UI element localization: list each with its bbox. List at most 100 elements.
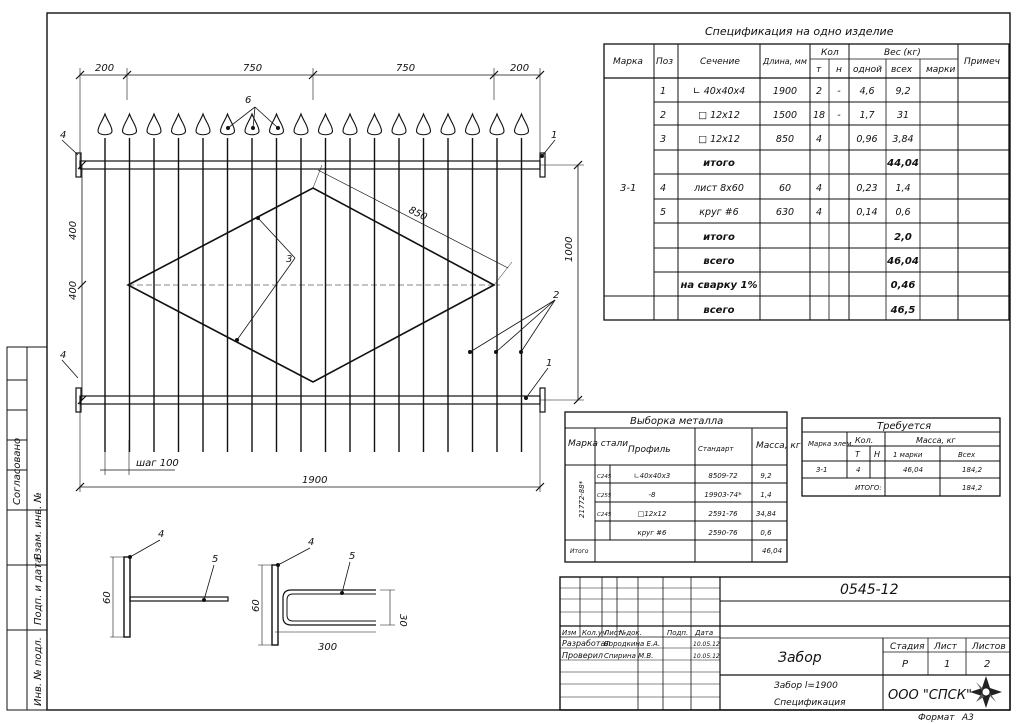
spec-title: Спецификация на одно изделие xyxy=(705,25,894,38)
tb-format-label: Формат xyxy=(918,713,955,723)
spec-cell-section: всего xyxy=(703,256,734,267)
picket-spear-icon xyxy=(440,112,456,136)
spec-cell-t: 2 xyxy=(816,86,822,97)
detail-dots xyxy=(128,555,344,602)
detail-callout-4a: 4 xyxy=(158,529,164,540)
picket-spear-icon xyxy=(268,112,285,136)
side-stamp xyxy=(6,346,48,711)
spec-h-w-all: всех xyxy=(891,65,913,75)
dim-1900: 1900 xyxy=(302,475,327,486)
spec-cell-section: всего xyxy=(703,305,734,316)
side-inv-replace: Взам. инв. № xyxy=(33,492,44,560)
detail-callout-5b: 5 xyxy=(349,551,355,562)
req-row-t: 4 xyxy=(856,466,860,474)
metal-total-label: Итого xyxy=(570,548,589,555)
spec-cell-t: 4 xyxy=(816,134,822,145)
metal-cell-class: С245 xyxy=(597,474,612,480)
spec-cell-all: 44,04 xyxy=(886,158,919,169)
dim-400-top: 400 xyxy=(68,221,79,240)
spec-cell-pos: 3 xyxy=(660,134,666,145)
req-row-mark: 3-1 xyxy=(816,466,827,474)
spec-table-grid xyxy=(603,43,1010,321)
req-title: Требуется xyxy=(877,420,931,432)
title-block-grid xyxy=(559,576,1011,711)
spec-cell-all: 1,4 xyxy=(895,183,910,194)
callout-4-top: 4 xyxy=(60,130,66,141)
metal-cell-class: С245 xyxy=(597,512,612,518)
tb-chk-date: 10.05.12 xyxy=(693,653,720,660)
req-h-mass: Масса, кг xyxy=(916,436,956,445)
spec-cell-all: 9,2 xyxy=(895,86,910,97)
tb-format: А3 xyxy=(961,713,974,723)
tb-dev-name: Бородкина Е.А. xyxy=(604,640,660,648)
spec-cell-section: □ 12x12 xyxy=(698,134,740,145)
spec-h-pos: Поз xyxy=(656,57,673,67)
spec-cell-all: 46,5 xyxy=(890,305,916,316)
spec-cell-length: 1900 xyxy=(773,86,797,97)
spec-cell-all: 0,6 xyxy=(895,207,910,218)
metal-steel: 21772-88* xyxy=(578,480,586,518)
detail-sketches xyxy=(110,539,395,646)
spec-cell-length: 630 xyxy=(776,207,794,218)
org-logo-icon xyxy=(970,676,1002,708)
metal-cell-profile: -8 xyxy=(649,491,657,499)
picket-spear-icon xyxy=(244,112,260,136)
metal-table-grid xyxy=(564,411,788,563)
metal-cell-profile: □12x12 xyxy=(638,510,667,518)
tb-object: Забор xyxy=(778,650,822,666)
spec-h-w-mark: марки xyxy=(926,65,955,75)
side-inv-orig: Инв. № подл. xyxy=(33,637,44,706)
tb-h-date: Дата xyxy=(694,629,713,637)
leader-lines xyxy=(61,106,556,399)
picket-spear-icon xyxy=(170,112,187,136)
tb-sheets: 2 xyxy=(984,659,990,670)
callout-6: 6 xyxy=(245,95,251,106)
spec-cell-all: 46,04 xyxy=(886,256,919,267)
metal-h-mass: Масса, кг xyxy=(756,441,801,451)
spec-cell-section: круг #6 xyxy=(699,207,738,218)
spec-cell-t: 4 xyxy=(816,207,822,218)
spec-cell-length: 850 xyxy=(776,134,794,145)
pickets-group xyxy=(97,112,530,452)
picket-spear-icon xyxy=(342,112,358,136)
callout-1-bottom: 1 xyxy=(546,358,552,369)
tb-chk-name: Спирина М.В. xyxy=(604,652,653,660)
picket-spear-icon xyxy=(293,112,309,136)
detail-dim-60a: 60 xyxy=(102,591,113,604)
dim-400-bottom: 400 xyxy=(68,281,79,300)
dim-step: шаг 100 xyxy=(136,458,179,469)
tb-code: 0545-12 xyxy=(840,582,899,598)
tb-sheet-h: Лист xyxy=(933,642,958,652)
tb-h-sign: Подп. xyxy=(667,629,688,637)
dim-200-left: 200 xyxy=(95,63,114,74)
spec-cell-all: 0,46 xyxy=(891,280,916,291)
req-h-one: 1 марки xyxy=(893,451,923,459)
req-h-all: Всех xyxy=(958,451,976,459)
callout-2: 2 xyxy=(553,290,559,301)
side-agreed: Согласовано xyxy=(12,438,23,505)
metal-cell-class: С255 xyxy=(597,493,612,499)
spec-cell-n: - xyxy=(837,86,841,97)
req-h-mark: Марка элем. xyxy=(808,440,854,448)
picket-spear-icon xyxy=(366,112,383,136)
spec-cell-pos: 5 xyxy=(660,207,666,218)
dim-200-right: 200 xyxy=(510,63,529,74)
spec-cell-n: - xyxy=(837,110,841,121)
spec-cell-section: лист 8x60 xyxy=(693,183,744,194)
picket-spear-icon xyxy=(121,112,138,136)
picket-spear-icon xyxy=(97,112,113,136)
tb-chk-label: Проверил xyxy=(562,651,603,660)
req-total: 184,2 xyxy=(962,484,983,492)
dim-750-right: 750 xyxy=(396,63,415,74)
tb-sheet: 1 xyxy=(944,659,950,670)
req-h-qty: Кол. xyxy=(855,436,873,445)
spec-cell-one: 0,96 xyxy=(856,134,877,145)
tb-h-change: Изм xyxy=(562,629,577,637)
spec-h-length: Длина, мм xyxy=(762,57,807,66)
picket-spear-icon xyxy=(391,112,407,136)
spec-cell-section: ∟ 40x40x4 xyxy=(693,86,745,97)
spec-cell-all: 2,0 xyxy=(894,232,912,243)
spec-cell-all: 3,84 xyxy=(892,134,913,145)
metal-cell-standard: 2590-76 xyxy=(708,529,738,537)
